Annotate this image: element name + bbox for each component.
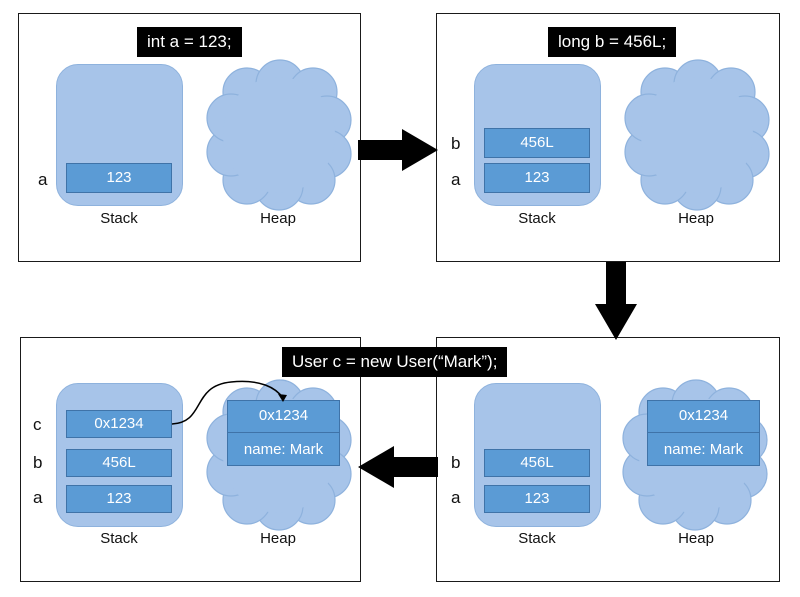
code-long-b: long b = 456L; (548, 27, 677, 57)
stack-slot-b: 456L (66, 449, 172, 477)
heap-caption: Heap (260, 530, 296, 547)
var-label-a: a (33, 488, 43, 507)
stack-slot-a: 123 (484, 163, 590, 193)
code-new-user: User c = new User(“Mark”); (282, 347, 508, 377)
stack-slot-b: 456L (484, 128, 590, 158)
var-label-a: a (451, 170, 461, 189)
stack-slot-a: 123 (66, 485, 172, 513)
var-label-a: a (451, 488, 461, 507)
panel-new-user: 456L 123 b a 0x1234 name: Mark Stack Hea… (436, 337, 780, 582)
panel-final-state: 0x1234 456L 123 c b a 0x1234 name: Mark … (20, 337, 361, 582)
heap-object-user: 0x1234 name: Mark (647, 400, 760, 466)
arrow-down-step2 (595, 262, 637, 340)
heap-cloud (624, 59, 770, 211)
heap-caption: Heap (678, 530, 714, 547)
heap-object-user: 0x1234 name: Mark (227, 400, 340, 466)
var-label-a: a (38, 170, 48, 189)
var-label-b: b (451, 453, 461, 472)
stack-caption: Stack (518, 210, 556, 227)
heap-object-field-name: name: Mark (663, 441, 744, 458)
heap-object-field-name: name: Mark (243, 441, 324, 458)
var-label-c: c (33, 415, 42, 434)
code-int-a: int a = 123; (137, 27, 242, 57)
stack-caption: Stack (518, 530, 556, 547)
stack-slot-a: 123 (484, 485, 590, 513)
var-label-b: b (451, 134, 461, 153)
arrow-left-step3 (358, 446, 438, 488)
stack-slot-c: 0x1234 (66, 410, 172, 438)
stack-caption: Stack (100, 530, 138, 547)
heap-object-address: 0x1234 (228, 401, 339, 433)
stack-slot-b: 456L (484, 449, 590, 477)
heap-caption: Heap (260, 210, 296, 227)
var-label-b: b (33, 453, 43, 472)
heap-object-address: 0x1234 (648, 401, 759, 433)
panel-long-b: 456L 123 b a Stack Heap (436, 13, 780, 262)
reference-arrow (171, 380, 287, 425)
stack-slot-a: 123 (66, 163, 172, 193)
heap-cloud (206, 59, 352, 211)
heap-caption: Heap (678, 210, 714, 227)
arrow-right-step1 (358, 129, 438, 171)
stack-caption: Stack (100, 210, 138, 227)
